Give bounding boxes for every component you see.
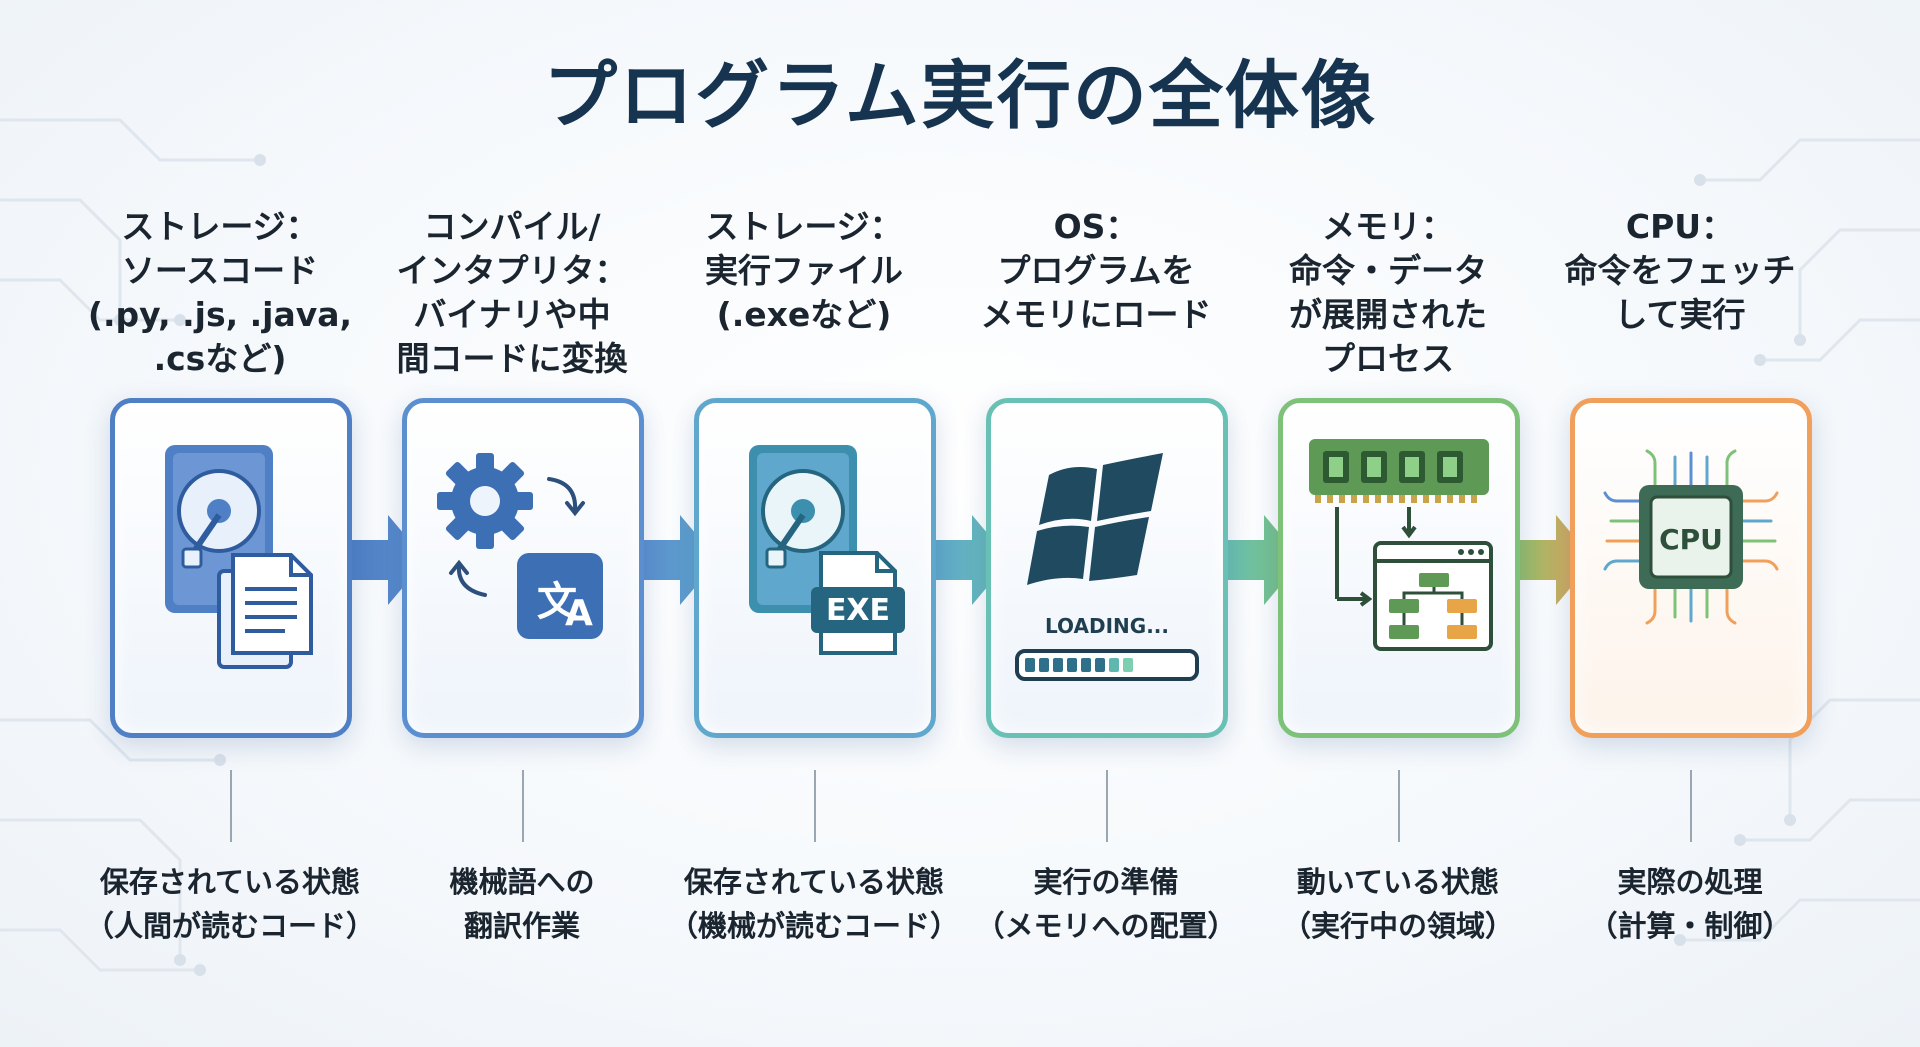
step-title: ストレージ： 実行ファイル (.exeなど): [659, 205, 949, 337]
step-description-line: 実行の準備: [1033, 865, 1179, 899]
step-card: EXE: [694, 398, 936, 738]
step-title-line: OS：: [1053, 207, 1139, 246]
step-description: 実行の準備 （メモリへの配置）: [951, 860, 1261, 948]
step-card: LOADING...: [986, 398, 1228, 738]
step-title-line: 間コードに変換: [396, 339, 628, 378]
step-title-line: プロセス: [1322, 339, 1454, 378]
step-title-line: 命令をフェッチ: [1564, 251, 1796, 290]
gear-translate-icon: 文 A: [437, 453, 603, 639]
step-title-line: バイナリや中: [413, 295, 611, 334]
step-description-line: （人間が読むコード）: [84, 909, 375, 943]
step-description: 保存されている状態 （人間が読むコード）: [75, 860, 385, 948]
step-description: 機械語への 翻訳作業: [367, 860, 677, 948]
connector-line: [1398, 770, 1400, 842]
step-compile: コンパイル/ インタプリタ： バイナリや中 間コードに変換: [367, 0, 657, 1047]
step-title-line: して実行: [1614, 295, 1746, 334]
step-description-line: （機械が読むコード）: [668, 909, 959, 943]
page-title: プログラム実行の全体像: [543, 53, 1377, 139]
step-card: [1278, 398, 1520, 738]
step-description-line: （計算・制御）: [1588, 909, 1792, 943]
step-title-line: メモリ：: [1322, 207, 1454, 246]
connector-line: [1106, 770, 1108, 842]
step-description-line: 保存されている状態: [683, 865, 945, 899]
step-description-line: 動いている状態: [1296, 865, 1500, 899]
step-title-line: コンパイル/: [423, 207, 601, 246]
hard-drive-document-icon: [165, 445, 313, 669]
connector-line: [814, 770, 816, 842]
step-description-line: 機械語への: [449, 865, 595, 899]
step-title-line: (.py, .js, .java,: [87, 295, 353, 334]
svg-text:文: 文: [537, 579, 577, 625]
step-title-line: 命令・データ: [1289, 251, 1487, 290]
step-title: CPU： 命令をフェッチ して実行: [1535, 205, 1825, 337]
step-description-line: 実際の処理: [1617, 865, 1763, 899]
memory-process-icon: [1309, 439, 1493, 651]
step-title-line: ストレージ：: [705, 207, 903, 246]
os-loading-icon: LOADING...: [1015, 453, 1199, 681]
step-title-line: ソースコード: [121, 251, 319, 290]
cpu-chip-icon: CPU: [1603, 449, 1779, 625]
connector-line: [522, 770, 524, 842]
step-title-line: インタプリタ：: [396, 251, 628, 290]
step-os-load: OS： プログラムを メモリにロード LOADING... 実行の準備 （: [951, 0, 1241, 1047]
step-description-line: 保存されている状態: [99, 865, 361, 899]
exe-label: EXE: [826, 593, 890, 628]
step-card: 文 A: [402, 398, 644, 738]
hard-drive-exe-icon: EXE: [749, 445, 905, 655]
step-description: 実際の処理 （計算・制御）: [1535, 860, 1845, 948]
step-title-line: (.exeなど): [716, 295, 892, 334]
step-title-line: .csなど): [153, 339, 287, 378]
step-title-line: が展開された: [1289, 295, 1487, 334]
connector-line: [1690, 770, 1692, 842]
step-title-line: CPU：: [1625, 207, 1735, 246]
step-executable: ストレージ： 実行ファイル (.exeなど) EXE 保存されている状態 （機械…: [659, 0, 959, 1047]
step-title: ストレージ： ソースコード (.py, .js, .java, .csなど): [75, 205, 365, 381]
step-description-line: （メモリへの配置）: [975, 909, 1237, 943]
step-card: [110, 398, 352, 738]
step-title-line: ストレージ：: [121, 207, 319, 246]
step-description: 動いている状態 （実行中の領域）: [1243, 860, 1553, 948]
windows-logo-icon: [1027, 453, 1163, 585]
svg-text:A: A: [565, 593, 593, 634]
step-description-line: 翻訳作業: [463, 909, 580, 943]
loading-label: LOADING...: [1045, 614, 1169, 638]
step-title-line: プログラムを: [997, 251, 1195, 290]
step-memory-process: メモリ： 命令・データ が展開された プロセス: [1243, 0, 1533, 1047]
step-cpu-execute: CPU： 命令をフェッチ して実行: [1535, 0, 1825, 1047]
step-title: メモリ： 命令・データ が展開された プロセス: [1243, 205, 1533, 381]
connector-line: [230, 770, 232, 842]
step-title: コンパイル/ インタプリタ： バイナリや中 間コードに変換: [367, 205, 657, 381]
step-description: 保存されている状態 （機械が読むコード）: [659, 860, 969, 948]
ram-module-icon: [1309, 439, 1489, 503]
step-title-line: メモリにロード: [980, 295, 1212, 334]
step-title-line: 実行ファイル: [705, 251, 903, 290]
step-description-line: （実行中の領域）: [1281, 909, 1514, 943]
step-source-code: ストレージ： ソースコード (.py, .js, .java, .csなど) 保…: [75, 0, 375, 1047]
cpu-label: CPU: [1659, 523, 1723, 556]
step-card: CPU: [1570, 398, 1812, 738]
step-title: OS： プログラムを メモリにロード: [951, 205, 1241, 337]
